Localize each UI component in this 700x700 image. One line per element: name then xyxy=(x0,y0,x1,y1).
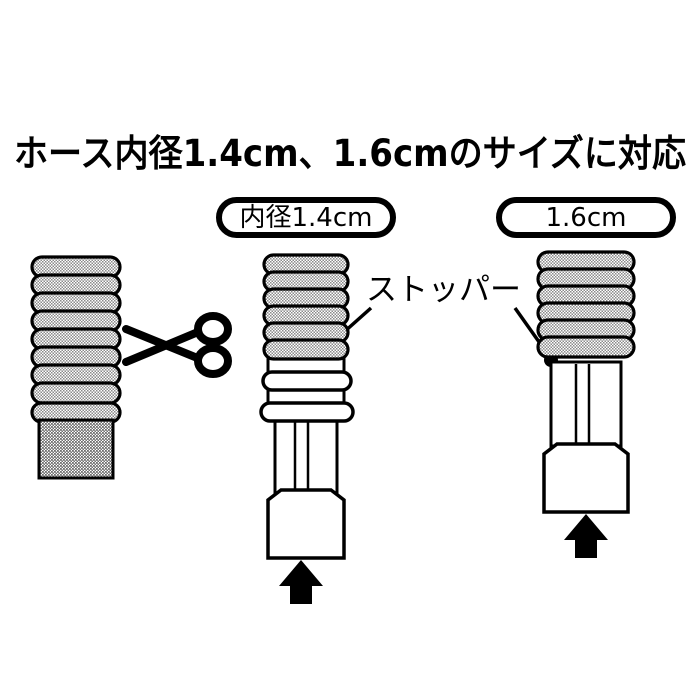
hose-right-corrugation xyxy=(536,250,636,359)
badge-label-2: 1.6cm xyxy=(546,203,627,233)
badge-inner-diameter-1-6: 1.6cm xyxy=(496,197,676,238)
hose-uncut-corrugation xyxy=(30,255,122,405)
hose-right-shank xyxy=(549,360,623,448)
corrugation-ring xyxy=(30,381,122,405)
insert-arrow-right xyxy=(564,514,608,558)
badge-outline-2 xyxy=(496,197,676,238)
insert-arrow-middle xyxy=(279,560,323,604)
hose-uncut-lower-body xyxy=(37,418,115,480)
callout-label: ストッパー xyxy=(366,272,521,308)
hose-right-base xyxy=(542,442,630,514)
stopper-ring-lower xyxy=(259,401,355,423)
badge-inner-diameter-1-4: 内径1.4cm xyxy=(216,197,396,238)
hose-cut-1-4cm xyxy=(259,253,355,604)
scissors-icon xyxy=(122,312,232,378)
corrugation-ring xyxy=(536,335,636,359)
hose-mid-base xyxy=(266,488,346,560)
hose-mid-corrugation xyxy=(262,253,350,361)
badge-label-1: 内径1.4cm xyxy=(240,203,373,233)
corrugation-ring xyxy=(262,338,350,361)
hose-uncut xyxy=(30,255,122,480)
hose-mid-shank xyxy=(273,413,339,495)
stopper-ring-upper xyxy=(261,370,353,392)
scissors-handle-lower xyxy=(194,344,232,378)
page-title: ホース内径1.4cm、1.6cmのサイズに対応 xyxy=(14,132,686,175)
badge-outline-1 xyxy=(216,197,396,238)
hose-cut-1-6cm xyxy=(536,250,636,558)
scissors-handle-upper xyxy=(194,312,232,346)
